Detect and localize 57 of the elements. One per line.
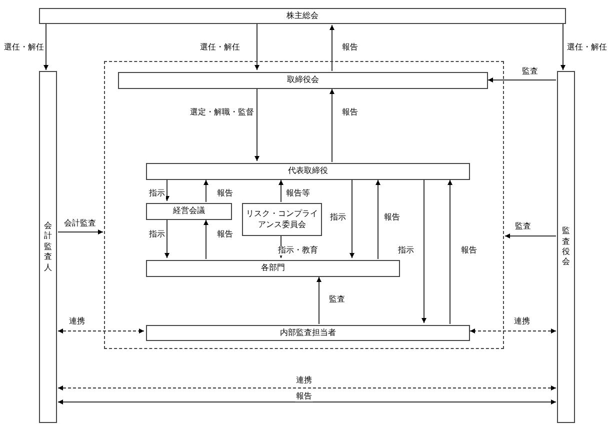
arrow xyxy=(560,24,566,70)
vertical-box: 会計監査人 xyxy=(39,71,57,423)
edge-label: 連携 xyxy=(68,318,86,326)
double-arrow xyxy=(58,328,144,334)
edge-label: 指示・教育 xyxy=(277,246,319,256)
arrow xyxy=(376,180,380,260)
arrow xyxy=(44,24,48,70)
edge-label: 指示 xyxy=(148,190,166,198)
process-box: 株主総会 xyxy=(39,8,566,24)
process-box: 代表取締役 xyxy=(146,163,470,180)
edge-label: 報告 xyxy=(216,190,234,198)
edge-label: 連携 xyxy=(513,318,531,326)
arrow xyxy=(448,180,452,324)
process-box: 各部門 xyxy=(146,260,400,277)
edge-label: 報告 xyxy=(383,214,401,222)
arrow xyxy=(350,178,354,258)
arrow xyxy=(204,220,208,260)
process-box: 経営会議 xyxy=(146,203,232,220)
edge-label: 指示 xyxy=(329,214,347,222)
arrow xyxy=(58,230,104,234)
arrow xyxy=(254,24,260,70)
arrow xyxy=(278,180,284,202)
edge-label: 監査 xyxy=(328,296,346,304)
process-box: 内部監査担当者 xyxy=(146,325,470,341)
arrow xyxy=(316,276,322,324)
edge-label: 報告 xyxy=(341,108,359,118)
edge-label: 会計監査 xyxy=(63,220,97,228)
double-arrow xyxy=(58,386,556,390)
edge-label: 監査 xyxy=(521,68,539,76)
edge-label: 報告 xyxy=(295,392,313,402)
edge-label: 選任・解任 xyxy=(566,44,608,52)
edge-label: 選任・解任 xyxy=(199,44,241,52)
process-box: 取締役会 xyxy=(118,72,488,89)
arrow xyxy=(488,78,556,82)
arrow xyxy=(254,88,260,162)
arrow xyxy=(330,88,334,162)
edge-label: 指示 xyxy=(397,246,415,256)
edge-label: 報告 xyxy=(216,230,234,240)
arrow xyxy=(164,178,170,202)
dashed-frame xyxy=(104,61,504,349)
double-arrow xyxy=(58,400,556,404)
arrow xyxy=(204,180,208,202)
arrow xyxy=(422,178,426,324)
edge-label: 選定・解職・監督 xyxy=(189,108,255,118)
arrow xyxy=(164,218,170,258)
vertical-box: 監査役会 xyxy=(557,71,575,423)
edge-label: 報告 xyxy=(460,246,478,256)
arrow xyxy=(330,24,334,72)
edge-label: 指示 xyxy=(148,230,166,240)
edge-label: 報告等 xyxy=(285,190,311,198)
edge-label: 報告 xyxy=(341,44,359,52)
arrow xyxy=(504,234,556,238)
edge-label: 選任・解任 xyxy=(3,44,45,52)
edge-label: 監査 xyxy=(514,222,532,232)
edge-label: 連携 xyxy=(295,376,313,386)
double-arrow xyxy=(470,328,556,334)
process-box: リスク・コンプライアンス委員会 xyxy=(242,203,322,236)
